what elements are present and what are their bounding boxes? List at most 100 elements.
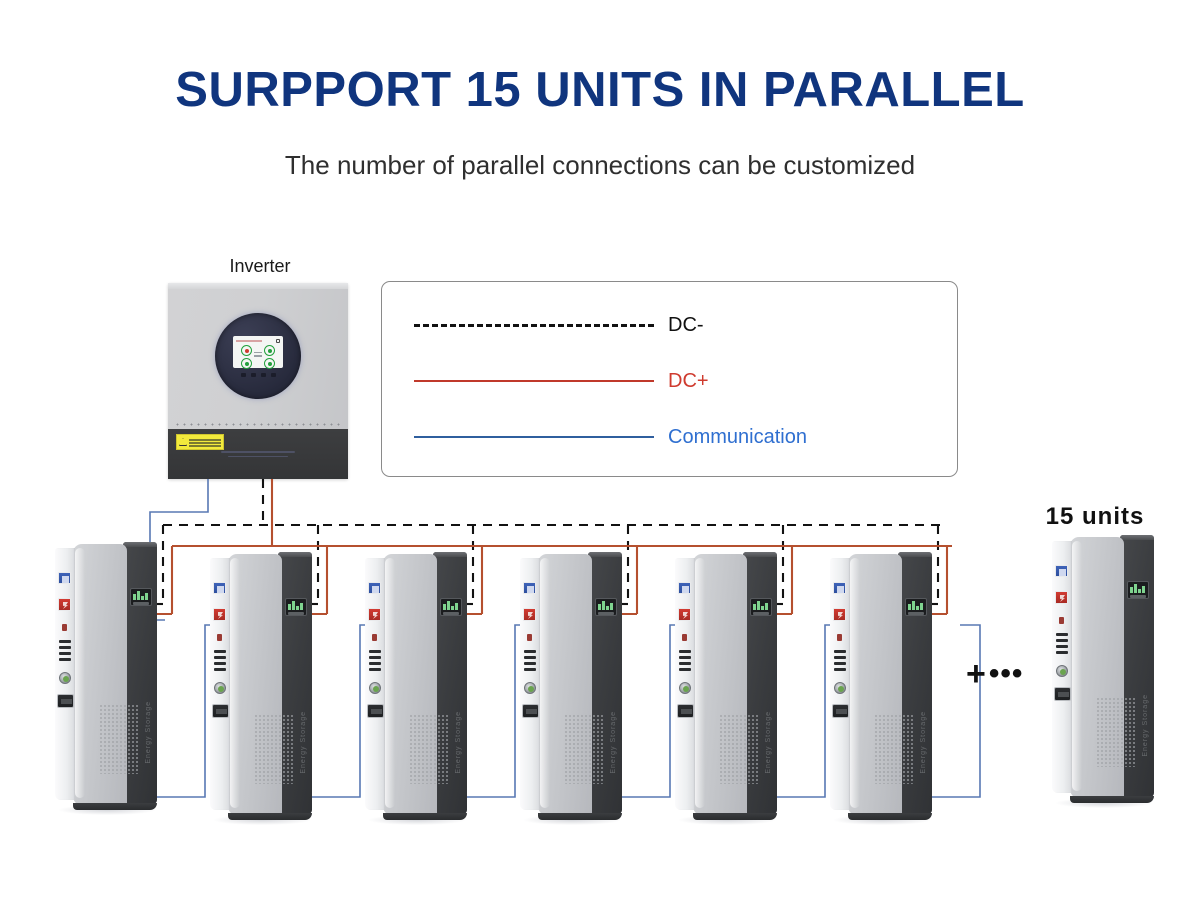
unit-vent-grille <box>1096 697 1136 767</box>
ground-connector[interactable] <box>524 682 536 694</box>
breaker-switch[interactable] <box>527 634 532 641</box>
ground-connector[interactable] <box>369 682 381 694</box>
status-led-strip <box>214 650 226 674</box>
dc-plus-terminal[interactable] <box>833 608 846 621</box>
ground-connector[interactable] <box>1056 665 1068 677</box>
communication-port[interactable] <box>522 704 539 718</box>
battery-unit-6[interactable]: Energy Storage <box>830 552 934 825</box>
unit-panel-top-edge <box>743 552 777 557</box>
unit-brand-text: Energy Storage <box>455 711 462 774</box>
communication-port[interactable] <box>367 704 384 718</box>
unit-shadow <box>524 815 620 825</box>
unit-shadow <box>59 805 155 815</box>
unit-connector-strip <box>830 558 850 810</box>
battery-unit-1[interactable]: Energy Storage <box>55 542 159 815</box>
unit-status-display <box>905 598 927 616</box>
dc-minus-terminal[interactable] <box>58 572 71 584</box>
unit-connector-strip <box>210 558 230 810</box>
dc-plus-terminal[interactable] <box>368 608 381 621</box>
communication-port[interactable] <box>57 694 74 708</box>
grid-gauge-icon <box>264 344 275 356</box>
unit-face-highlight <box>695 558 705 808</box>
dc-minus-terminal[interactable] <box>678 582 691 594</box>
unit-base <box>848 813 932 820</box>
battery-unit-15[interactable]: Energy Storage <box>1052 535 1156 808</box>
legend-row-dc-minus: DC- <box>414 314 704 336</box>
battery-unit-4[interactable]: Energy Storage <box>520 552 624 825</box>
battery-unit-2[interactable]: Energy Storage <box>210 552 314 825</box>
unit-brand-text: Energy Storage <box>765 711 772 774</box>
dc-minus-terminal[interactable] <box>213 582 226 594</box>
unit-vent-grille <box>564 714 604 784</box>
unit-vent-grille <box>99 704 139 774</box>
communication-port[interactable] <box>832 704 849 718</box>
ground-connector[interactable] <box>834 682 846 694</box>
unit-display-segments <box>908 601 924 610</box>
breaker-switch[interactable] <box>1059 617 1064 624</box>
unit-face-highlight <box>75 548 85 798</box>
inverter-button[interactable] <box>270 372 276 377</box>
unit-base <box>228 813 312 820</box>
dc-minus-terminal[interactable] <box>1055 565 1068 577</box>
unit-front-face <box>73 544 139 806</box>
inverter-button[interactable] <box>250 372 256 377</box>
unit-vent-grille <box>254 714 294 784</box>
inverter-button[interactable] <box>240 372 246 377</box>
plus-sign: + <box>966 655 986 693</box>
breaker-switch[interactable] <box>62 624 67 631</box>
dc-plus-terminal[interactable] <box>1055 591 1068 604</box>
battery-unit-3[interactable]: Energy Storage <box>365 552 469 825</box>
unit-panel-top-edge <box>278 552 312 557</box>
dc-plus-wiring <box>150 479 952 616</box>
inverter-button[interactable] <box>260 372 266 377</box>
dc-minus-terminal[interactable] <box>523 582 536 594</box>
unit-connector-strip <box>55 548 75 800</box>
ground-connector[interactable] <box>214 682 226 694</box>
inverter-button-row[interactable] <box>240 372 276 377</box>
battery-unit-5[interactable]: Energy Storage <box>675 552 779 825</box>
page-title: SURPPORT 15 UNITS IN PARALLEL <box>175 63 1025 117</box>
status-led-strip <box>679 650 691 674</box>
inverter-top-highlight <box>168 283 348 289</box>
unit-shadow <box>1056 798 1152 808</box>
unit-connector-strip <box>1052 541 1072 793</box>
unit-display-bar <box>133 602 149 605</box>
breaker-switch[interactable] <box>682 634 687 641</box>
unit-display-bar <box>598 612 614 615</box>
unit-front-face <box>538 554 604 816</box>
unit-display-bar <box>443 612 459 615</box>
communication-port[interactable] <box>212 704 229 718</box>
unit-brand-text: Energy Storage <box>300 711 307 774</box>
inverter-label: Inverter <box>229 256 291 276</box>
dc-plus-terminal[interactable] <box>213 608 226 621</box>
status-led-strip <box>1056 633 1068 657</box>
dc-minus-terminal[interactable] <box>368 582 381 594</box>
unit-vent-grille <box>719 714 759 784</box>
communication-port[interactable] <box>1054 687 1071 701</box>
status-led-strip <box>369 650 381 674</box>
dc-plus-terminal[interactable] <box>58 598 71 611</box>
unit-brand-text: Energy Storage <box>920 711 927 774</box>
ground-connector[interactable] <box>59 672 71 684</box>
lcd-center-flow-icon <box>254 350 262 357</box>
dc-plus-terminal[interactable] <box>523 608 536 621</box>
lcd-header-bar <box>236 338 280 343</box>
unit-shadow <box>369 815 465 825</box>
dc-minus-terminal[interactable] <box>833 582 846 594</box>
solar-gauge-icon <box>241 344 252 356</box>
ground-connector[interactable] <box>679 682 691 694</box>
breaker-switch[interactable] <box>372 634 377 641</box>
legend-label-dc-plus: DC+ <box>668 369 709 392</box>
communication-port[interactable] <box>677 704 694 718</box>
unit-panel-top-edge <box>123 542 157 547</box>
unit-connector-strip <box>365 558 385 810</box>
unit-display-segments <box>598 601 614 610</box>
unit-status-display <box>1127 581 1149 599</box>
unit-status-display <box>285 598 307 616</box>
status-led-strip <box>524 650 536 674</box>
breaker-switch[interactable] <box>837 634 842 641</box>
unit-status-display <box>750 598 772 616</box>
dc-plus-terminal[interactable] <box>678 608 691 621</box>
breaker-switch[interactable] <box>217 634 222 641</box>
load-gauge-icon <box>264 357 275 369</box>
